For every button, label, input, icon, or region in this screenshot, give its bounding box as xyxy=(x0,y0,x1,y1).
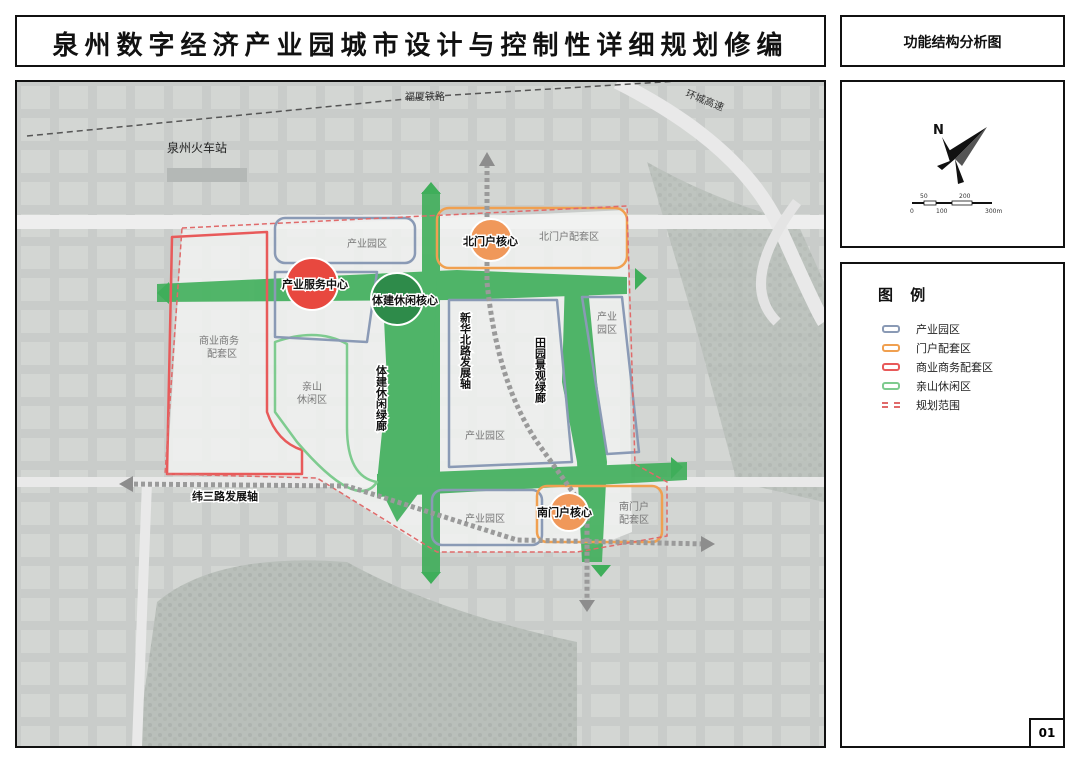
scale-label-top-1: 50 xyxy=(920,193,928,200)
green-arrow-east xyxy=(635,268,647,290)
axis-arrow-north xyxy=(479,152,495,166)
hill-area-east xyxy=(647,162,824,502)
legend-swatch xyxy=(882,362,900,371)
subtitle-frame: 功能结构分析图 xyxy=(840,15,1065,67)
legend-item-commercial: 商业商务配套区 xyxy=(882,357,993,376)
forest-area xyxy=(137,560,577,746)
scale-segment xyxy=(923,200,937,206)
label-commercial-west-2: 配套区 xyxy=(207,347,237,360)
green-arrow-field-south xyxy=(591,565,611,577)
label-gateway-south: 南门户 xyxy=(619,500,649,513)
axis-xinhua xyxy=(484,164,590,602)
legend-label: 门户配套区 xyxy=(916,341,971,355)
legend-label: 规划范围 xyxy=(916,398,960,412)
label-sports-corridor: 体建休闲绿廊 xyxy=(375,364,389,432)
label-sports-core: 体建休闲核心 xyxy=(372,293,438,307)
legend-list: 产业园区 门户配套区 商业商务配套区 亲山休闲区 规划范围 xyxy=(882,319,993,414)
page-title: 泉州数字经济产业园城市设计与控制性详细规划修编 xyxy=(52,31,789,61)
legend-label: 亲山休闲区 xyxy=(916,379,971,393)
zone-industrial-center xyxy=(447,298,574,469)
green-corridor-field xyxy=(562,277,607,562)
zone-gateway-north xyxy=(435,206,629,270)
scale-segment xyxy=(951,200,973,206)
green-arrow-west xyxy=(157,282,169,304)
label-north-gateway: 北门户核心 xyxy=(463,234,518,248)
map-panel: 福厦铁路 环城高速 泉州火车站 xyxy=(15,80,826,748)
north-arrow-icon xyxy=(937,127,987,184)
axis-weisan xyxy=(126,481,708,547)
legend-label: 商业商务配套区 xyxy=(916,360,993,374)
label-south-gateway: 南门户核心 xyxy=(537,505,592,519)
label-axis-weisan: 纬三路发展轴 xyxy=(192,489,258,503)
green-corridor-south xyxy=(377,462,687,497)
railway-label: 福厦铁路 xyxy=(405,90,445,103)
label-industrial-south: 产业园区 xyxy=(465,512,505,525)
interchange xyxy=(756,199,802,326)
planning-boundary xyxy=(164,205,668,553)
label-industrial-north: 产业园区 xyxy=(347,237,387,250)
legend-title: 图 例 xyxy=(878,286,932,304)
scale-label-bottom-3: 300m xyxy=(985,208,1002,215)
legend-frame: 图 例 产业园区 门户配套区 商业商务配套区 亲山休闲区 规划范围 01 xyxy=(840,262,1065,748)
zone-commercial-west xyxy=(165,230,304,476)
zone-industrial-west xyxy=(273,270,379,344)
station-building xyxy=(167,168,247,182)
core-north-gateway xyxy=(469,218,513,262)
green-arrow-north xyxy=(421,182,441,194)
legend-swatch xyxy=(882,324,900,333)
label-mountain-leisure-2: 休闲区 xyxy=(297,393,327,406)
label-commercial-west: 商业商务 xyxy=(199,334,239,347)
legend-label: 产业园区 xyxy=(916,322,960,336)
page-number: 01 xyxy=(1029,718,1065,748)
map-subtitle: 功能结构分析图 xyxy=(903,35,1002,51)
legend-item-boundary: 规划范围 xyxy=(882,395,993,414)
zone-mountain-leisure xyxy=(273,333,379,493)
compass-scale: N 50 200 0 100 300m xyxy=(910,123,1002,215)
station-label: 泉州火车站 xyxy=(167,140,227,155)
label-industrial-east-2: 园区 xyxy=(597,324,617,336)
legend-item-industrial: 产业园区 xyxy=(882,319,993,338)
legend-swatch xyxy=(882,401,900,408)
zone-industrial-south xyxy=(430,488,544,547)
axis-arrow-west xyxy=(119,476,133,492)
label-field-corridor: 田园景观绿廊 xyxy=(534,337,548,404)
road-west xyxy=(132,481,152,746)
scale-label-top-2: 200 xyxy=(959,193,971,200)
green-corridor-sports xyxy=(377,277,437,522)
label-industrial-center: 产业园区 xyxy=(465,429,505,442)
core-industry-service xyxy=(285,257,339,311)
compass-frame: N 50 200 0 100 300m xyxy=(840,80,1065,248)
legend-swatch xyxy=(882,381,900,390)
label-industrial-east: 产业 xyxy=(597,310,617,323)
ring-expressway xyxy=(613,82,824,327)
core-sports-leisure xyxy=(370,272,424,326)
title-frame: 泉州数字经济产业园城市设计与控制性详细规划修编 xyxy=(15,15,826,67)
label-gateway-north: 北门户配套区 xyxy=(539,230,599,243)
axis-arrow-south xyxy=(579,600,595,612)
scale-label-bottom-1: 0 xyxy=(910,208,914,215)
core-south-gateway xyxy=(549,492,589,532)
axis-arrow-east xyxy=(701,536,715,552)
zone-industrial-north xyxy=(273,216,417,265)
green-arrow-south xyxy=(421,572,441,584)
label-mountain-leisure: 亲山 xyxy=(302,380,322,393)
scale-label-bottom-2: 100 xyxy=(936,208,948,215)
zone-industrial-east xyxy=(580,295,641,456)
railway-line xyxy=(26,82,675,137)
legend-swatch xyxy=(882,343,900,352)
green-arrow-south-east xyxy=(671,457,683,479)
zone-gateway-south xyxy=(535,484,664,544)
north-label: N xyxy=(933,123,944,138)
legend-item-gateway: 门户配套区 xyxy=(882,338,993,357)
label-industry-service: 产业服务中心 xyxy=(282,277,348,291)
map-canvas: 福厦铁路 环城高速 泉州火车站 xyxy=(17,82,824,746)
label-gateway-south-2: 配套区 xyxy=(619,513,649,526)
label-axis-xinhua: 新华北路发展轴 xyxy=(459,311,473,390)
legend-item-leisure: 亲山休闲区 xyxy=(882,376,993,395)
